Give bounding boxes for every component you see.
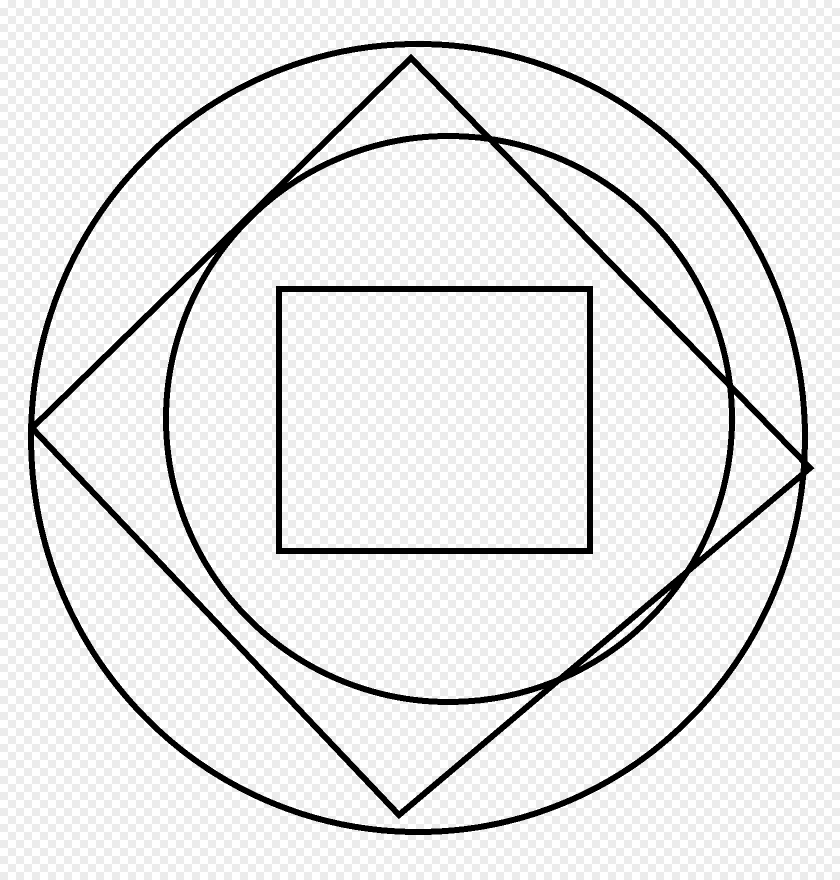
- rhombus: [27, 53, 815, 820]
- outer-circle: [28, 41, 808, 835]
- center-square: [276, 286, 593, 554]
- inner-circle: [163, 133, 735, 705]
